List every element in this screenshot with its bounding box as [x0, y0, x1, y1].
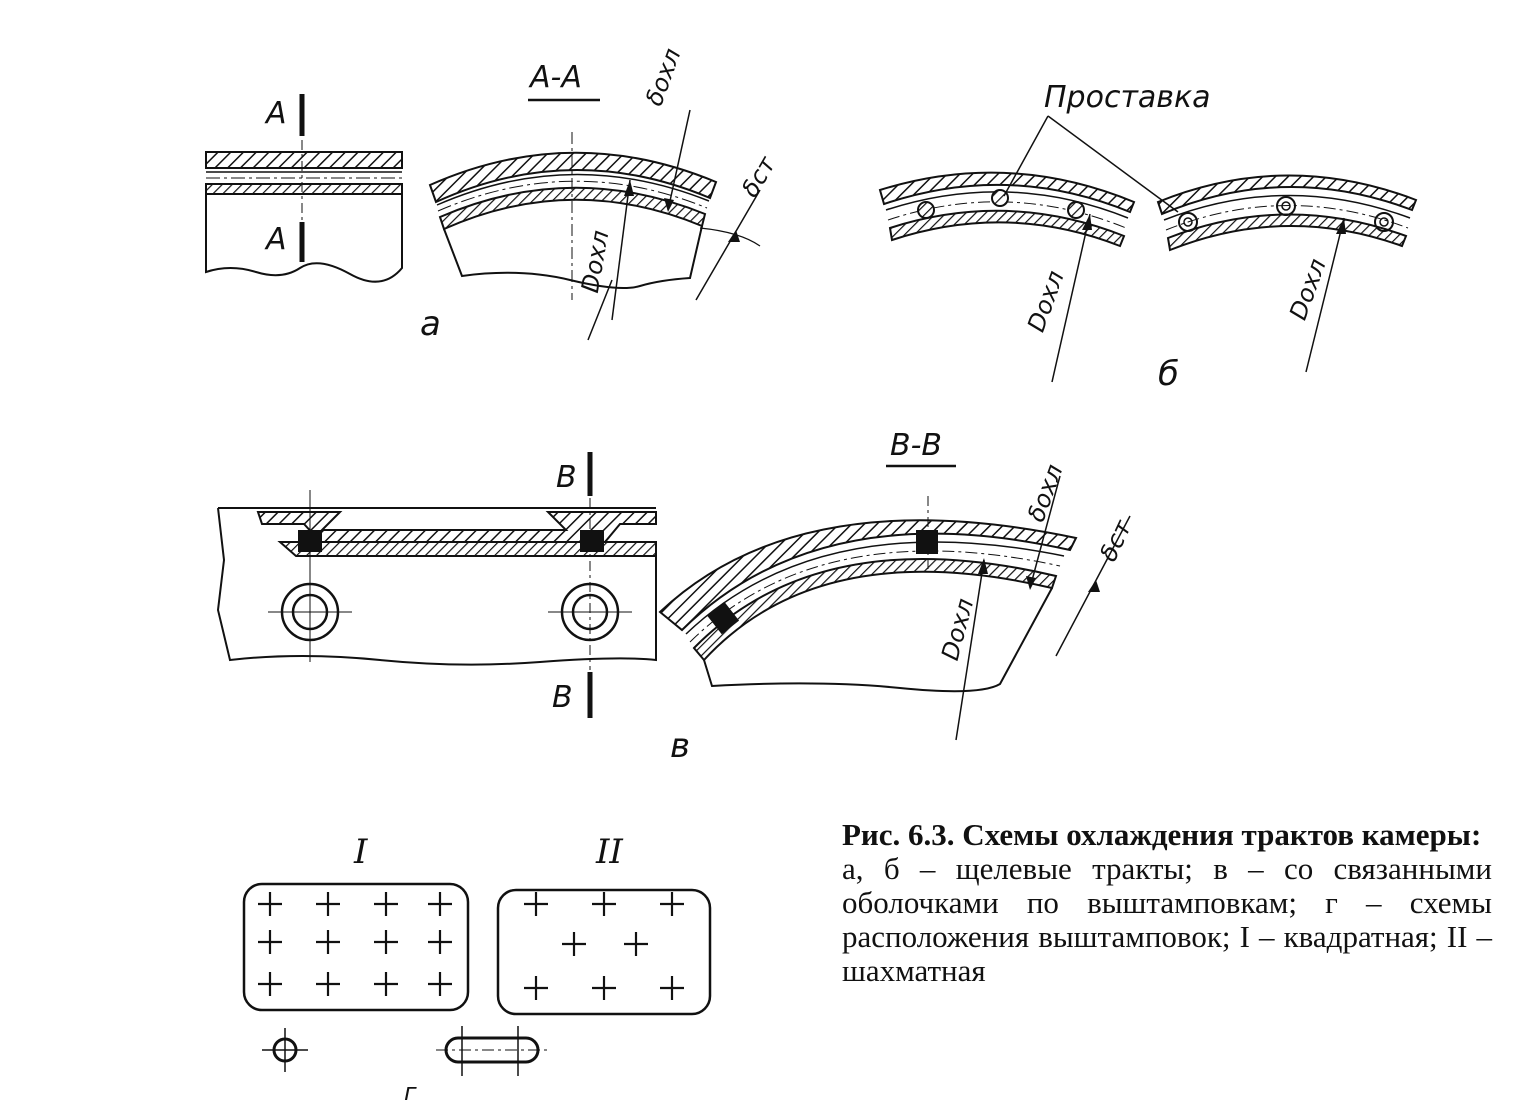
panel-label-g: г: [404, 1078, 417, 1106]
caption-title: Рис. 6.3. Схемы охлаждения трактов камер…: [842, 817, 1482, 852]
panel-a-section-view: [428, 98, 761, 341]
pattern-square-panel: [242, 882, 470, 1012]
panel-label-a: а: [420, 304, 441, 344]
section-marker-v-top: В: [556, 460, 577, 495]
pattern-label-1: I: [354, 832, 368, 872]
pattern-label-2: II: [596, 832, 623, 872]
panel-label-v: в: [670, 726, 691, 766]
panel-a-flat-view: [205, 94, 403, 283]
section-marker-a-bottom: А: [266, 222, 287, 257]
round-stamp-symbol: [262, 1028, 308, 1072]
figure-caption: Рис. 6.3. Схемы охлаждения трактов камер…: [842, 818, 1492, 988]
panel-b-left-section: [878, 171, 1136, 383]
spacer-label: Проставка: [1044, 80, 1211, 115]
section-title-v-v: В-В: [890, 428, 942, 463]
caption-body: а, б – щелевые тракты; в – со связанными…: [842, 851, 1492, 988]
section-marker-a-top: А: [266, 96, 287, 131]
pattern-staggered-panel: [496, 888, 712, 1016]
spacer-leader-lines: [1003, 115, 1179, 213]
panel-b-right-section: [1156, 174, 1418, 373]
section-title-a-a: А-А: [530, 60, 582, 95]
oblong-stamp-symbol: [436, 1026, 550, 1076]
panel-label-b: б: [1158, 354, 1179, 394]
panel-v-flat-view: [216, 452, 657, 718]
section-marker-v-bottom: В: [552, 680, 573, 715]
panel-v-section-view: [658, 464, 1131, 741]
